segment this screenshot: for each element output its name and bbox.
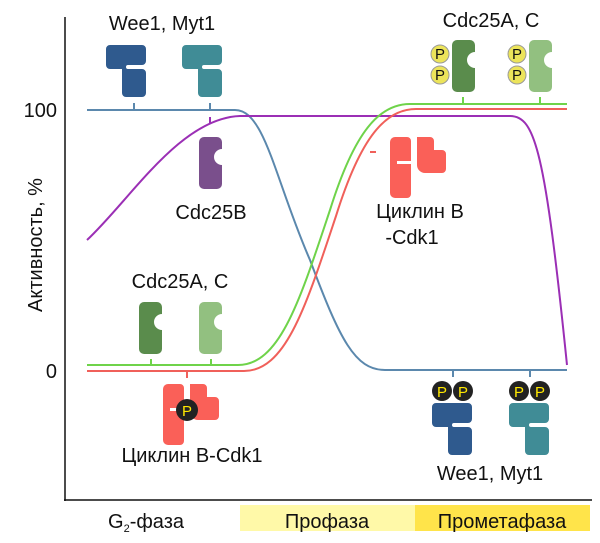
cdc25ac-activity-curve [87, 103, 567, 366]
cyclin-b-cdk1-bottom-label: Циклин B-Cdk1 [121, 445, 262, 467]
cdc25ac-top-label: Cdc25A, C [443, 10, 540, 32]
cdc25b-label: Cdc25B [175, 202, 246, 224]
cdc25c-inactive-icon [199, 302, 222, 354]
phase-prometaphase-label: Прометафаза [438, 511, 567, 533]
svg-text:P: P [437, 384, 447, 401]
svg-text:P: P [512, 46, 522, 63]
y-tick-100: 100 [24, 100, 57, 122]
wee1-active-icon [106, 45, 146, 97]
wee1-myt1-bottom-label: Wee1, Myt1 [437, 463, 543, 485]
phase-prophase-band [240, 505, 415, 531]
cdc25b-activity-curve [86, 115, 568, 366]
svg-text:P: P [512, 67, 522, 84]
wee1-myt1-top-label: Wee1, Myt1 [109, 13, 215, 35]
svg-text:P: P [435, 46, 445, 63]
cdc25c-active-icon [529, 40, 552, 92]
svg-text:P: P [435, 67, 445, 84]
cdc25ac-bottom-label: Cdc25A, C [132, 271, 229, 293]
phase-prophase-label: Профаза [285, 511, 370, 533]
cdc25a-inactive-icon [139, 302, 162, 354]
myt1-active-icon [182, 45, 222, 97]
cyclin-b-cdk1-active-icon [390, 137, 446, 198]
y-axis-label: Активность, % [25, 178, 47, 312]
svg-text:P: P [535, 384, 545, 401]
phase-prometaphase-band [415, 505, 590, 531]
myt1-inactive-icon [509, 403, 549, 455]
phase-g2-label: G2-фаза [108, 511, 185, 535]
phospho-group-bottom: P P P P [432, 381, 550, 401]
svg-text:P: P [514, 384, 524, 401]
cyclin-b-cdk1-activity-curve [87, 108, 567, 372]
cdc25a-active-icon [452, 40, 475, 92]
svg-text:P: P [182, 403, 192, 420]
cyclin-b-label-line1: Циклин B [376, 201, 464, 223]
y-tick-0: 0 [46, 361, 57, 383]
wee1-myt1-activity-curve [87, 109, 567, 371]
cdc25b-icon [199, 137, 222, 189]
wee1-inactive-icon [432, 403, 472, 455]
svg-text:P: P [458, 384, 468, 401]
cyclin-b-label-line2: -Cdk1 [385, 227, 438, 249]
phospho-group-top: P P P P [430, 44, 527, 85]
phospho-cdk1-icon: P [176, 399, 198, 421]
